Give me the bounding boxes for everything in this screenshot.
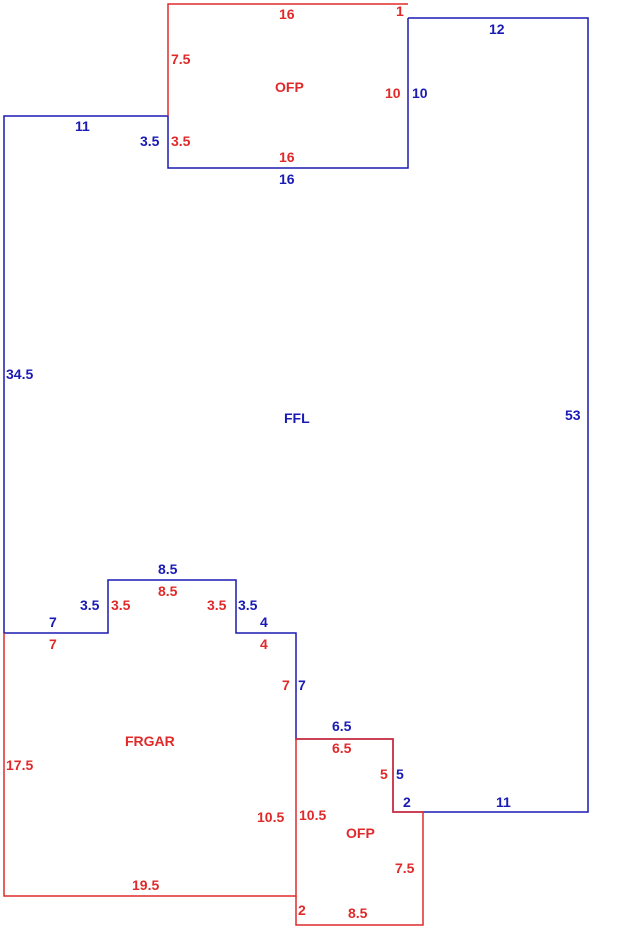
frgar-outline [3, 633, 297, 897]
dim-ofp-top-left: 7.5 [171, 51, 191, 67]
ffl-outline [3, 17, 589, 813]
area-label-ffl: FFL [284, 410, 310, 426]
dim-ffl-ofp-side: 3.5 [140, 133, 160, 149]
dim-ofp-bottom-bottom: 8.5 [348, 905, 368, 921]
dim-ofp-top-bottom: 16 [279, 149, 295, 165]
dim-ffl-bottom-left: 7 [49, 614, 57, 630]
dim-ofp-top-right: 10 [385, 85, 401, 101]
ofp-top-outline [167, 3, 408, 116]
dim-ffl-right: 53 [565, 407, 581, 423]
dim-ofp-top-corner: 1 [396, 3, 404, 19]
dim-ffl-step-2: 2 [403, 794, 411, 810]
dim-frgar-right-upper: 7 [282, 677, 290, 693]
dim-ffl-notch-top: 8.5 [158, 561, 178, 577]
dim-ffl-ofp-right: 10 [412, 85, 428, 101]
dim-ffl-top-right: 12 [489, 21, 505, 37]
dim-frgar-bottom: 19.5 [132, 877, 159, 893]
dim-ofp-bottom-right-upper: 5 [380, 766, 388, 782]
dim-ofp-top-top: 16 [279, 6, 295, 22]
dim-frgar-notch-top: 8.5 [158, 583, 178, 599]
dim-frgar-top-left: 7 [49, 636, 57, 652]
ofp-bottom-outline [295, 738, 424, 926]
dim-ffl-notch-right: 3.5 [238, 597, 258, 613]
dim-frgar-notch-right: 3.5 [207, 597, 227, 613]
dim-ffl-step-7: 7 [298, 677, 306, 693]
dim-frgar-top-right: 4 [260, 636, 268, 652]
dim-ofp-top-small: 3.5 [171, 133, 191, 149]
dim-ofp-bottom-corner: 2 [298, 902, 306, 918]
dim-ffl-step-6-5: 6.5 [332, 718, 352, 734]
area-label-frgar: FRGAR [125, 733, 175, 749]
dim-ofp-bottom-left: 10.5 [299, 807, 326, 823]
dim-ffl-bottom-right: 11 [496, 794, 511, 810]
dim-ffl-step-5: 5 [396, 766, 404, 782]
area-label-ofp-top: OFP [275, 79, 304, 95]
dim-ffl-top-left: 11 [75, 118, 90, 134]
dim-ofp-bottom-top: 6.5 [332, 740, 352, 756]
dim-ffl-left: 34.5 [6, 366, 33, 382]
dim-ffl-notch-left: 3.5 [80, 597, 100, 613]
area-label-ofp-bottom: OFP [346, 825, 375, 841]
dim-frgar-right-lower: 10.5 [257, 809, 284, 825]
dim-ffl-step-4: 4 [260, 614, 268, 630]
dim-ofp-bottom-right: 7.5 [395, 860, 415, 876]
dim-frgar-notch-left: 3.5 [111, 597, 131, 613]
dim-frgar-left: 17.5 [6, 757, 33, 773]
dim-ffl-ofp-bottom: 16 [279, 171, 295, 187]
